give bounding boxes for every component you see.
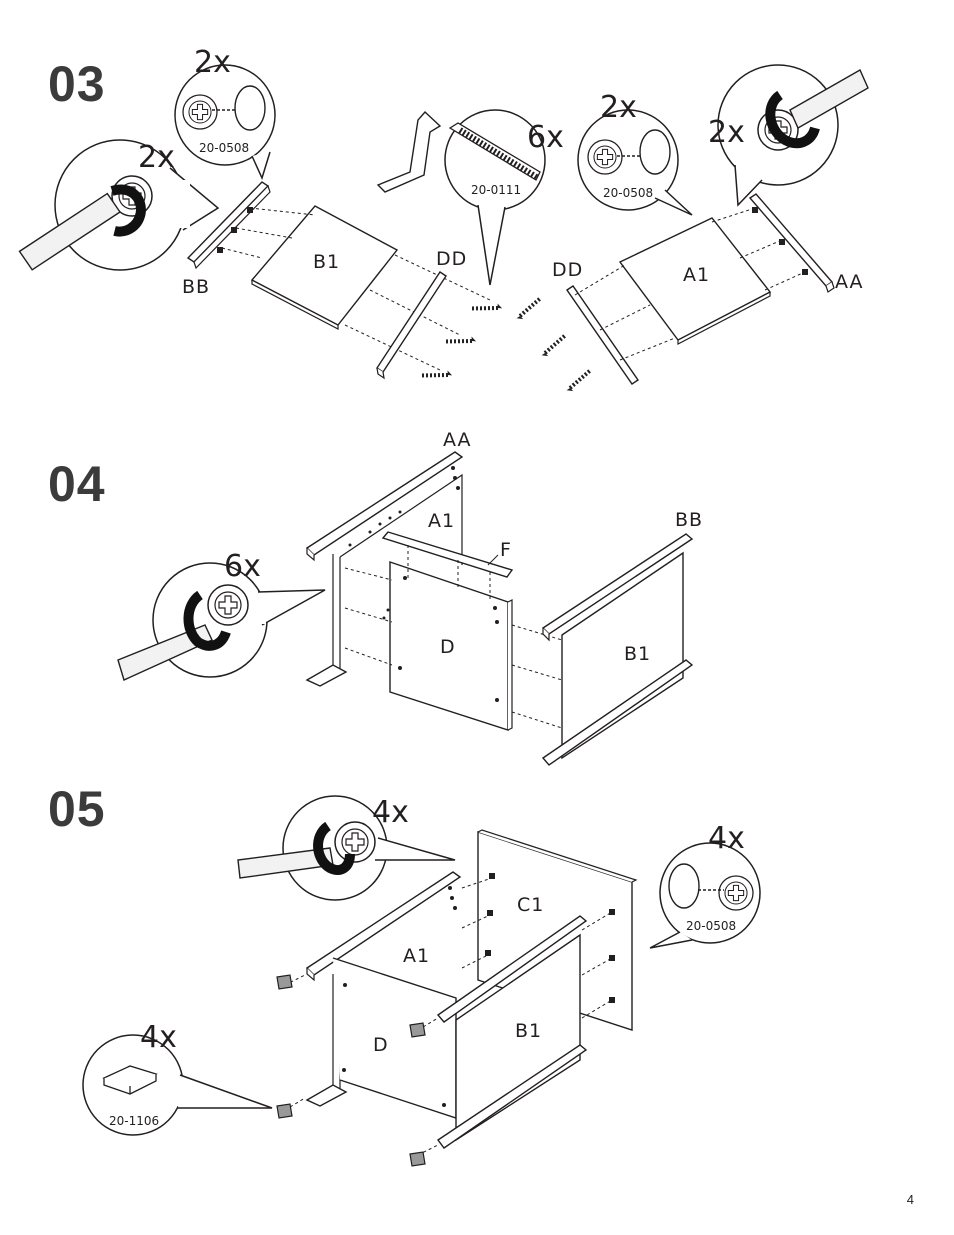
callout-felt-pad: 4x 20-1106 (82, 1020, 273, 1136)
part-label: B1 (624, 643, 651, 665)
felt-pad-icon (276, 974, 426, 1167)
callout-cam-right: 2x 20-0508 (577, 90, 693, 216)
part-D: D (389, 561, 513, 731)
qty-label: 4x (708, 821, 745, 856)
callout-screw: 6x 20-0111 (444, 109, 564, 286)
hardware-code: 20-0508 (686, 919, 736, 933)
qty-label: 4x (140, 1020, 177, 1055)
part-A1-frame: A1 D (305, 871, 462, 1119)
hardware-code: 20-0508 (199, 141, 249, 155)
qty-label: 6x (224, 549, 261, 584)
part-label: DD (436, 248, 467, 270)
callout-screwdriver-right: 2x (708, 64, 869, 207)
hardware-code: 20-0508 (603, 186, 653, 200)
part-label: B1 (313, 251, 340, 273)
callout-screwdriver: 6x (117, 549, 326, 681)
part-AA: AA (748, 193, 864, 293)
part-DD-left: DD (376, 248, 467, 380)
qty-label: 2x (138, 140, 175, 175)
qty-label: 2x (194, 45, 231, 80)
part-F: F (381, 531, 514, 578)
part-label: AA (835, 271, 864, 293)
part-label: DD (552, 259, 583, 281)
part-label: AA (443, 429, 472, 451)
step-03-illustration: 2x 2x 20-0508 BB B1 (13, 45, 869, 396)
part-label: C1 (517, 894, 544, 916)
part-label: F (500, 539, 512, 561)
step-05-illustration: C1 A1 D B1 (82, 795, 761, 1167)
part-label: D (440, 636, 456, 658)
page-number: 4 (906, 1192, 914, 1207)
part-label: A1 (403, 945, 430, 967)
part-label: B1 (515, 1020, 542, 1042)
step-number-05: 05 (48, 781, 106, 837)
step-number-04: 04 (48, 456, 106, 512)
callout-screwdriver: 4x (237, 795, 456, 901)
hardware-code: 20-1106 (109, 1114, 159, 1128)
part-DD-right: DD (552, 259, 639, 385)
qty-label: 2x (708, 115, 745, 150)
part-label: BB (182, 276, 210, 298)
step-04-illustration: AA A1 F D (117, 429, 703, 766)
callout-screwdriver-left: 2x (13, 139, 220, 271)
step-number-03: 03 (48, 56, 106, 112)
part-label: BB (675, 509, 703, 531)
hardware-code: 20-0111 (471, 183, 521, 197)
hex-key-icon (376, 110, 442, 193)
part-A1: A1 (618, 217, 772, 345)
qty-label: 4x (372, 795, 409, 830)
part-label: A1 (683, 264, 710, 286)
part-B1: B1 (250, 205, 399, 330)
part-label: D (373, 1034, 389, 1056)
part-A1-frame: AA A1 (305, 429, 472, 687)
qty-label: 2x (600, 90, 637, 125)
part-B1-frame: BB B1 (541, 509, 703, 766)
callout-cam: 4x 20-0508 (649, 821, 761, 949)
part-label: A1 (428, 510, 455, 532)
callout-cam-left: 2x 20-0508 (174, 45, 276, 181)
qty-label: 6x (527, 120, 564, 155)
part-B1-frame: B1 (436, 915, 588, 1149)
